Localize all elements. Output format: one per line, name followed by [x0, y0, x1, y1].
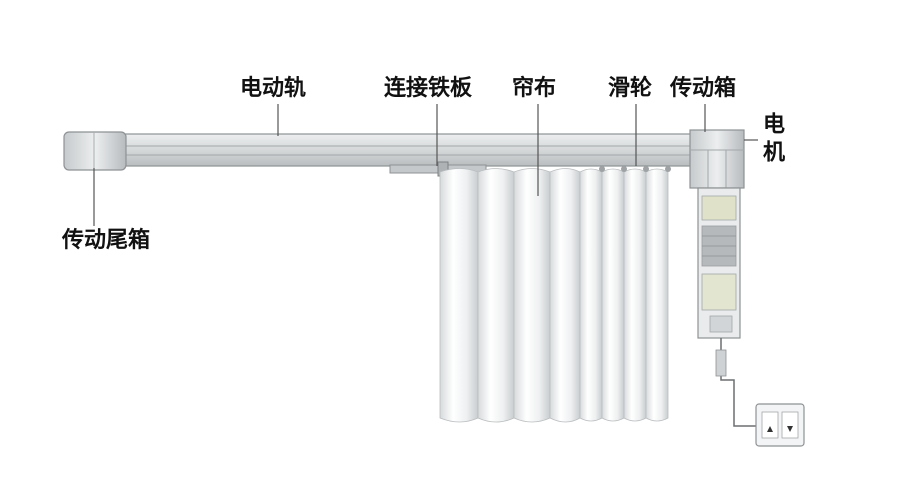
leader-lines [93, 104, 758, 226]
label-pulley: 滑轮 [608, 76, 653, 101]
electric-rail [117, 133, 697, 167]
curtain [439, 166, 671, 423]
label-tail-box: 传动尾箱 [62, 228, 151, 253]
drive-box [689, 129, 745, 189]
label-curtain: 帘布 [512, 76, 557, 101]
label-motor: 电机 [759, 112, 784, 168]
wall-switch [755, 403, 805, 447]
label-drive-box: 传动箱 [670, 76, 737, 101]
label-rail: 电动轨 [240, 76, 307, 101]
motor [697, 187, 758, 427]
label-connector-plate: 连接铁板 [384, 76, 473, 101]
tail-box [63, 131, 127, 171]
